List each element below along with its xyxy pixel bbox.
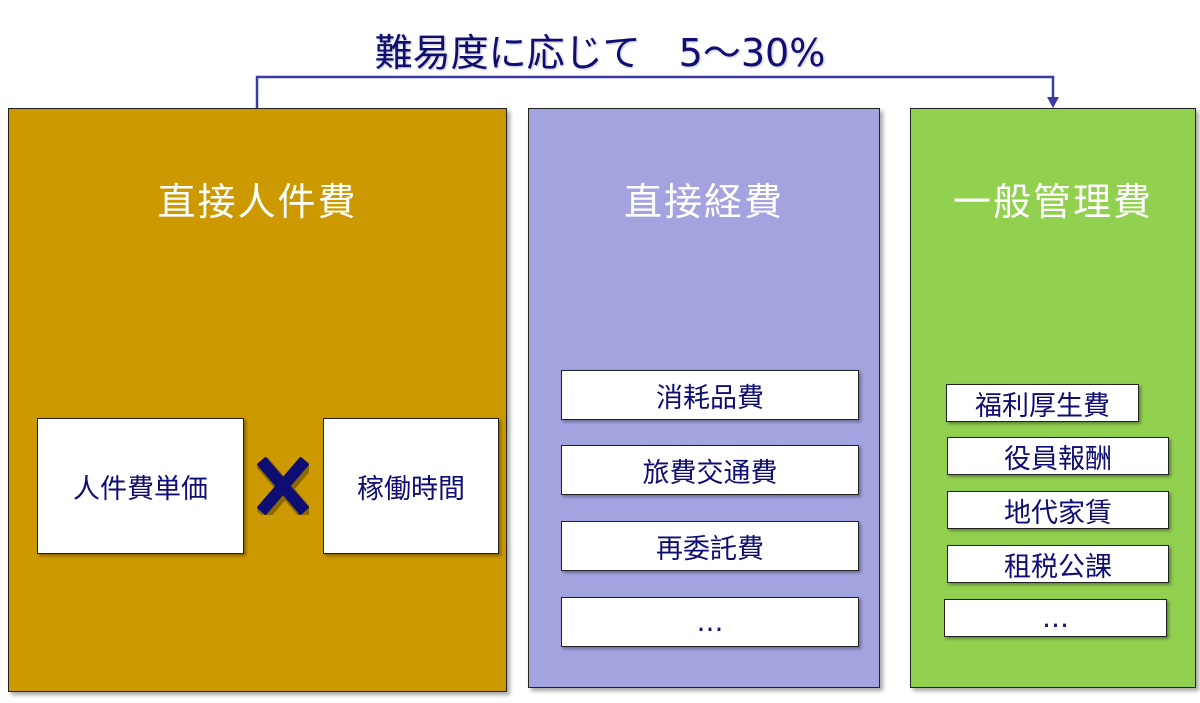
- column-title: 直接経費: [623, 180, 784, 224]
- arrowhead-icon: [1047, 97, 1059, 108]
- list-item: 福利厚生費: [946, 384, 1139, 422]
- bracket-arrow: [255, 75, 1059, 108]
- list-item: 消耗品費: [561, 370, 859, 420]
- list-item: 租税公課: [947, 545, 1169, 583]
- list-item: 地代家賃: [947, 491, 1169, 529]
- column-title: 一般管理費: [952, 180, 1153, 224]
- list-item: 役員報酬: [947, 437, 1169, 475]
- labor-unit-price-box: 人件費単価: [37, 418, 244, 554]
- general-admin-column: 一般管理費 福利厚生費 役員報酬 地代家賃 租税公課 …: [910, 108, 1196, 688]
- list-item: …: [561, 597, 859, 647]
- diagram-title: 難易度に応じて 5〜30%: [374, 31, 826, 75]
- multiply-icon: [257, 457, 309, 515]
- column-title: 直接人件費: [157, 180, 358, 224]
- list-item: …: [944, 599, 1167, 637]
- list-item: 再委託費: [561, 521, 859, 571]
- direct-labor-column: 直接人件費 人件費単価 稼働時間: [8, 108, 507, 692]
- direct-expense-column: 直接経費 消耗品費 旅費交通費 再委託費 …: [528, 108, 880, 688]
- list-item: 旅費交通費: [561, 445, 859, 495]
- working-hours-box: 稼働時間: [323, 418, 499, 554]
